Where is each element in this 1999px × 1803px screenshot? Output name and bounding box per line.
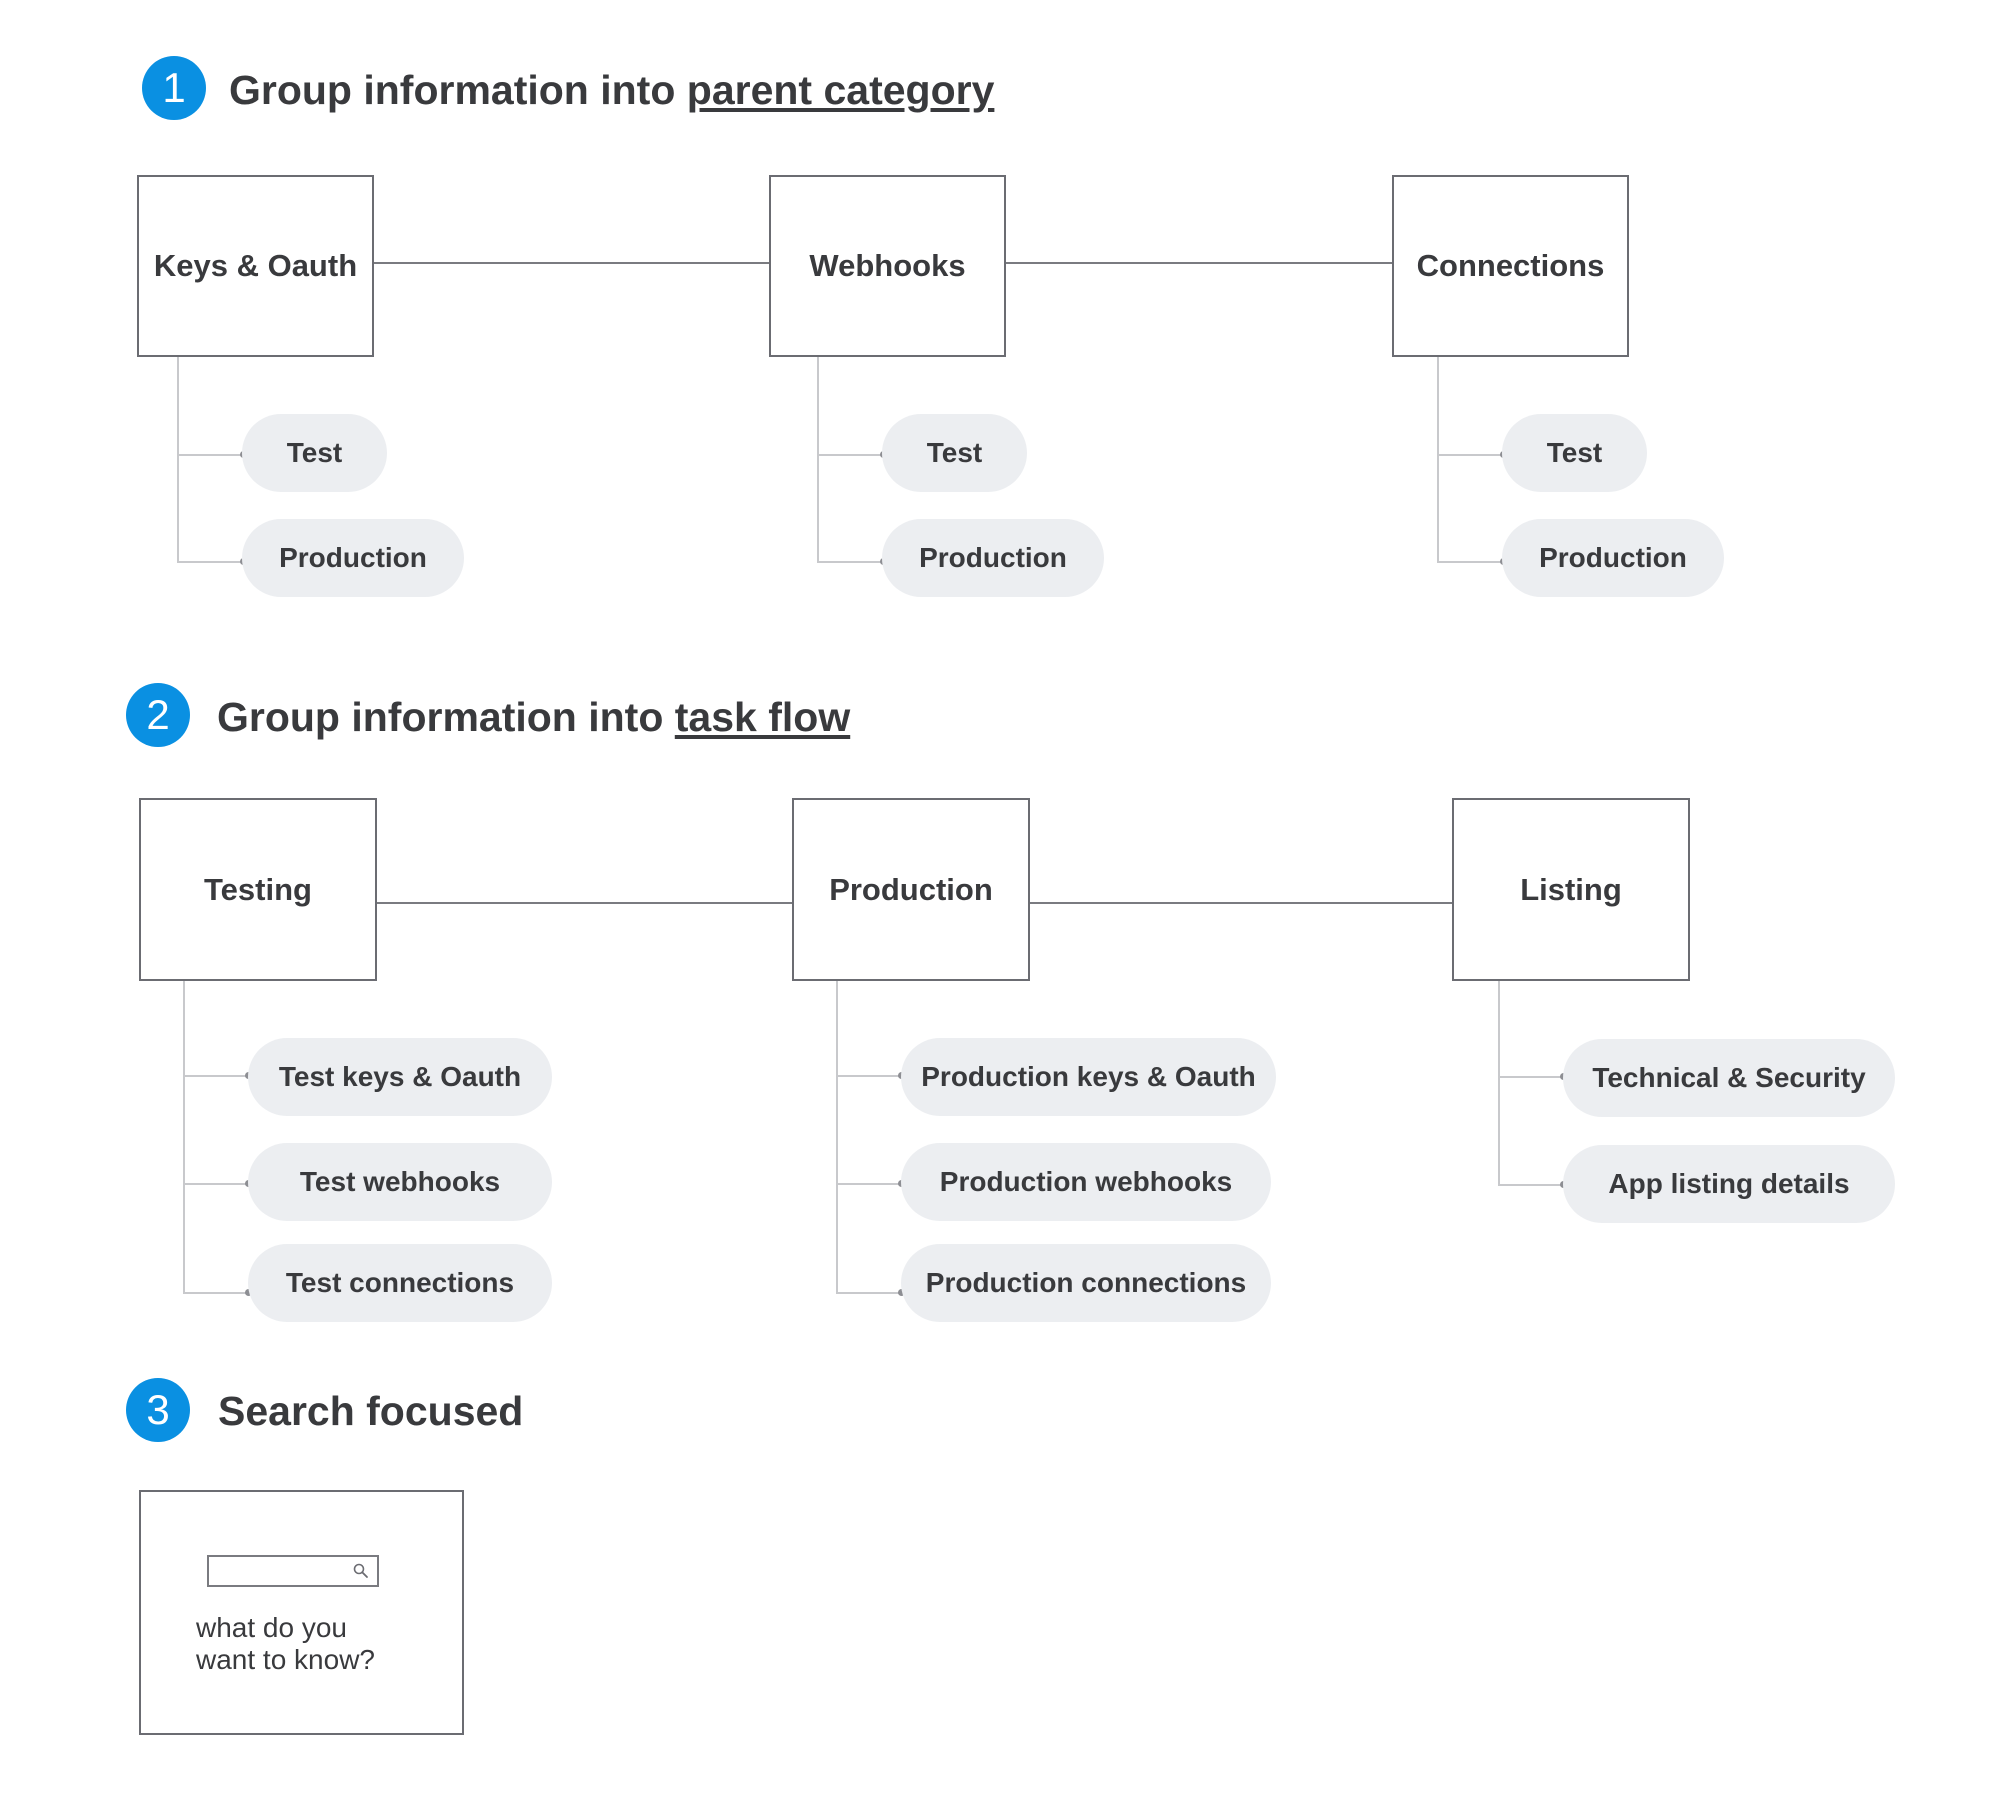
category-box-testing: Testing xyxy=(139,798,377,981)
item-test: Test xyxy=(242,414,387,492)
item-app-listing-details: App listing details xyxy=(1563,1145,1895,1223)
category-box-keys-oauth: Keys & Oauth xyxy=(137,175,374,357)
connector-line xyxy=(1028,902,1454,904)
category-box-listing: Listing xyxy=(1452,798,1690,981)
item-technical-security: Technical & Security xyxy=(1563,1039,1895,1117)
item-test: Test xyxy=(1502,414,1647,492)
category-box-webhooks: Webhooks xyxy=(769,175,1006,357)
tree-branch xyxy=(836,1292,902,1294)
tree-branch xyxy=(817,454,883,456)
connector-line xyxy=(375,902,794,904)
tree-branch xyxy=(177,561,243,563)
section-1-heading-prefix: Group information into xyxy=(229,67,687,113)
tree-trunk xyxy=(817,357,819,562)
tree-branch xyxy=(1437,454,1503,456)
tree-branch xyxy=(1498,1184,1564,1186)
category-label: Testing xyxy=(204,871,312,907)
category-box-production: Production xyxy=(792,798,1030,981)
tree-branch xyxy=(836,1075,902,1077)
category-label: Listing xyxy=(1520,871,1622,907)
tree-branch xyxy=(836,1183,902,1185)
search-prompt-line-1: what do you xyxy=(196,1612,347,1643)
tree-branch xyxy=(817,561,883,563)
tree-trunk xyxy=(1498,981,1500,1185)
connector-line xyxy=(1004,262,1394,264)
item-test-keys-oauth: Test keys & Oauth xyxy=(248,1038,552,1116)
search-card: what do you want to know? xyxy=(139,1490,464,1735)
tree-trunk xyxy=(836,981,838,1293)
section-1-heading: Group information into parent category xyxy=(229,58,994,122)
tree-branch xyxy=(177,454,243,456)
step-number-2: 2 xyxy=(126,683,190,747)
item-test-webhooks: Test webhooks xyxy=(248,1143,552,1221)
item-test: Test xyxy=(882,414,1027,492)
item-production: Production xyxy=(242,519,464,597)
category-label: Connections xyxy=(1416,248,1605,283)
item-production-webhooks: Production webhooks xyxy=(901,1143,1271,1221)
search-prompt-line-2: want to know? xyxy=(196,1644,375,1675)
section-2-heading-prefix: Group information into xyxy=(217,694,675,740)
category-label: Webhooks xyxy=(809,248,966,283)
search-input[interactable] xyxy=(207,1555,379,1587)
item-production-connections: Production connections xyxy=(901,1244,1271,1322)
tree-branch xyxy=(1498,1076,1564,1078)
item-production: Production xyxy=(1502,519,1724,597)
tree-branch xyxy=(183,1075,249,1077)
item-test-connections: Test connections xyxy=(248,1244,552,1322)
tree-branch xyxy=(183,1183,249,1185)
section-1-heading-emphasis: parent category xyxy=(686,67,995,113)
category-label: Keys & Oauth xyxy=(153,248,358,283)
section-2-heading-emphasis: task flow xyxy=(674,694,851,740)
step-number-3: 3 xyxy=(126,1378,190,1442)
step-number-1: 1 xyxy=(142,56,206,120)
tree-trunk xyxy=(177,357,179,562)
item-production: Production xyxy=(882,519,1104,597)
item-production-keys-oauth: Production keys & Oauth xyxy=(901,1038,1276,1116)
connector-line xyxy=(373,262,770,264)
section-3-heading: Search focused xyxy=(218,1388,524,1434)
tree-trunk xyxy=(1437,357,1439,562)
section-2-heading: Group information into task flow xyxy=(217,685,850,749)
category-label: Production xyxy=(829,871,993,907)
tree-branch xyxy=(183,1292,249,1294)
tree-branch xyxy=(1437,561,1503,563)
tree-trunk xyxy=(183,981,185,1293)
magnifier-icon[interactable] xyxy=(352,1562,370,1580)
category-box-connections: Connections xyxy=(1392,175,1629,357)
search-prompt: what do you want to know? xyxy=(196,1612,375,1676)
